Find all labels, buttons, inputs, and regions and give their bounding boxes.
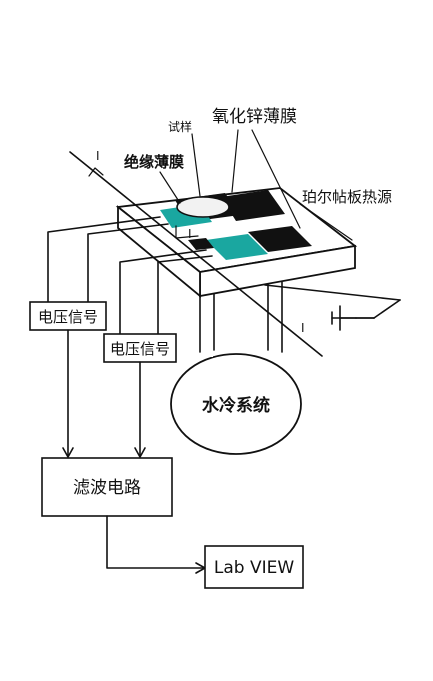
filter-circuit-label: 滤波电路 [73, 478, 141, 498]
sample-label: 试样 [168, 119, 192, 134]
sample-disc [176, 196, 230, 218]
water-cooling: 水冷系统 [170, 281, 302, 455]
labview-label: Lab VIEW [214, 558, 294, 578]
films [160, 190, 312, 260]
current-symbol-left: I [96, 149, 100, 163]
zinc-oxide-film-back-right [221, 190, 285, 221]
insulating-film-label: 绝缘薄膜 [124, 153, 184, 171]
current-line [69, 151, 401, 357]
zinc-oxide-film-front-left [188, 238, 214, 250]
current-symbol-mid: I [188, 227, 192, 241]
signal-arrows [62, 329, 146, 458]
water-cooling-tank [170, 353, 302, 455]
voltage-signal-label-2: 电压信号 [110, 340, 170, 358]
peltier-heat-source-label: 珀尔帖板热源 [302, 188, 392, 206]
insulating-film-front [206, 234, 268, 260]
current-symbol-right: I [301, 321, 305, 335]
voltage-wires [47, 216, 213, 335]
voltage-signal-label-1: 电压信号 [38, 308, 98, 326]
leader-lines [159, 129, 353, 241]
voltage-signal-box-2: 电压信号 [103, 333, 177, 363]
voltage-signal-box-1: 电压信号 [29, 301, 107, 331]
water-cooling-label: 水冷系统 [202, 395, 270, 416]
filter-circuit-box: 滤波电路 [41, 457, 173, 517]
zinc-oxide-film-front-right [248, 226, 312, 252]
zinc-oxide-film-label: 氧化锌薄膜 [212, 107, 297, 127]
labview-box: Lab VIEW [204, 545, 304, 589]
labview-arrow [106, 515, 206, 574]
